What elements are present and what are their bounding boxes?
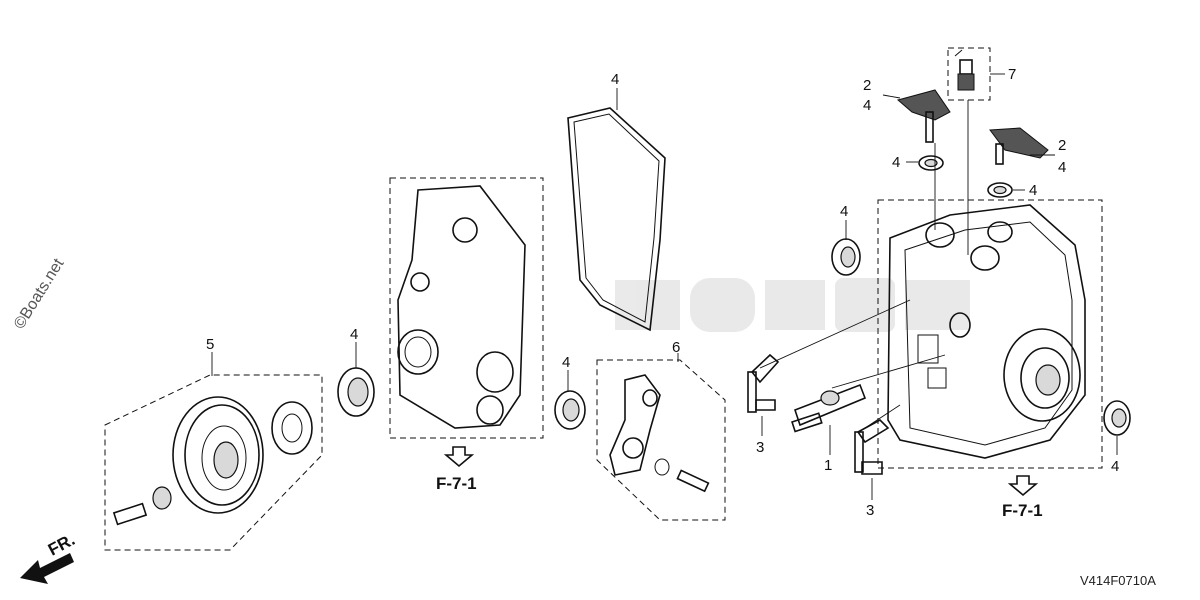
o-ring-a — [918, 155, 944, 171]
shift-lever-upper — [896, 89, 951, 143]
gearcase-cover — [389, 177, 544, 439]
shift-fork-lower — [854, 419, 890, 475]
callout-4-seal-mid: 4 — [562, 354, 570, 371]
callout-3-upper: 3 — [756, 439, 764, 456]
callout-1: 1 — [824, 457, 832, 474]
diagram-code: V414F0710A — [1080, 573, 1156, 588]
oil-seal-far-right — [1103, 400, 1131, 436]
callout-4-seal-far-right: 4 — [1111, 458, 1119, 475]
callout-5: 5 — [206, 336, 214, 353]
callout-2-upper: 2 — [863, 77, 871, 94]
callout-4-seal-upper: 4 — [840, 203, 848, 220]
front-direction-label: FR. — [45, 530, 78, 560]
watermark-text: ©Boats.net — [11, 255, 68, 332]
reference-label-right: F-7-1 — [1002, 501, 1043, 520]
shift-fork-upper — [747, 353, 780, 413]
gasket — [567, 107, 666, 332]
callout-4-seal-left: 4 — [350, 326, 358, 343]
shift-arm-assembly — [596, 359, 726, 521]
callout-leader — [882, 94, 901, 99]
gearcase-housing — [877, 199, 1103, 469]
shift-bar — [791, 383, 867, 433]
callout-7: 7 — [1008, 66, 1016, 83]
pulley-assembly — [104, 374, 323, 551]
callout-4-lower: 4 — [1058, 159, 1066, 176]
assembly-guides — [759, 100, 969, 431]
callout-3-lower: 3 — [866, 502, 874, 519]
reference-arrow-right — [1007, 475, 1039, 497]
callout-2-lower: 2 — [1058, 137, 1066, 154]
oil-seal-upper — [831, 238, 861, 276]
oil-seal-mid — [554, 390, 586, 430]
neutral-switch — [947, 47, 991, 101]
shift-lever-lower — [989, 127, 1049, 165]
reference-label-left: F-7-1 — [436, 474, 477, 493]
callout-4-upper: 4 — [863, 97, 871, 114]
callout-4-gasket: 4 — [611, 71, 619, 88]
o-ring-b — [987, 182, 1013, 198]
callout-4-oring-b: 4 — [1029, 182, 1037, 199]
oil-seal-left — [337, 367, 375, 417]
reference-arrow-left — [443, 446, 475, 468]
front-direction-arrow-icon — [20, 553, 74, 584]
brand-watermark — [615, 278, 970, 332]
callout-6: 6 — [672, 339, 680, 356]
callout-4-oring-a: 4 — [892, 154, 900, 171]
